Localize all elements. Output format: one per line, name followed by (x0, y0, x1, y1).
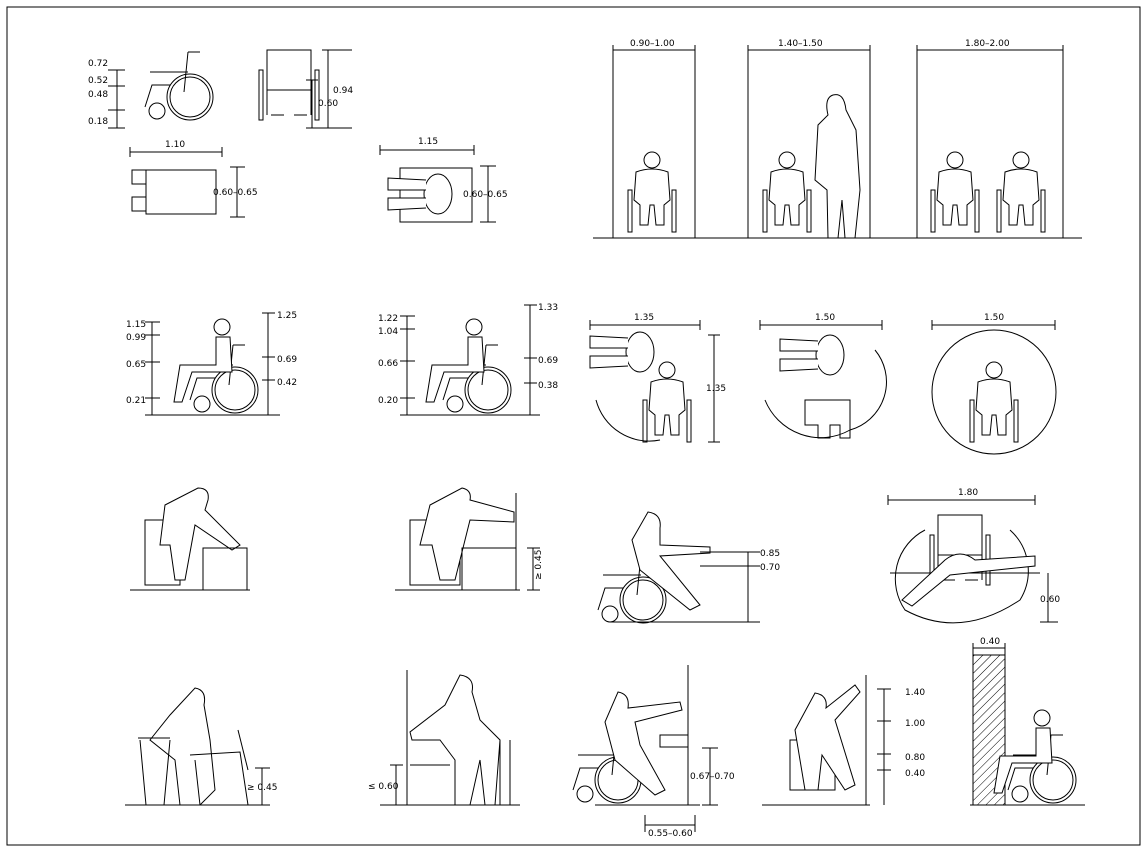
dim-label: 1.33 (538, 303, 558, 313)
dim-label: 0.60 (1040, 595, 1060, 605)
dim-label: 0.60 (318, 99, 338, 109)
dim-label: 1.15 (418, 137, 438, 147)
man-wheelchair-side: 1.22 1.04 0.66 0.20 1.33 0.69 0.38 (378, 303, 558, 416)
dim-label: 0.52 (88, 76, 108, 86)
dim-label: 0.85 (760, 549, 780, 559)
wall-clearance: 0.40 (970, 637, 1085, 806)
dim-label: 0.72 (88, 59, 108, 69)
woman-wheelchair-side: 1.15 0.99 0.65 0.21 1.25 0.69 0.42 (126, 311, 297, 416)
dim-label: ≥ 0.45 (534, 550, 544, 580)
dim-label: 1.80 (958, 488, 978, 498)
dim-label: 0.80 (905, 753, 925, 763)
turning-space-90: 1.35 1.35 (589, 313, 726, 443)
dim-label: 1.25 (277, 311, 297, 321)
standing-support: ≤ 0.60 (368, 670, 520, 806)
dim-label: 0.60–0.65 (213, 188, 258, 198)
dim-label: 0.40 (980, 637, 1000, 647)
dim-label: ≥ 0.45 (247, 783, 277, 793)
dim-label: 0.60–0.65 (463, 190, 508, 200)
dim-label: 0.55–0.60 (648, 829, 693, 839)
dim-label: 0.99 (126, 333, 146, 343)
dim-label: 0.65 (126, 360, 146, 370)
dim-label: 0.20 (378, 396, 398, 406)
dim-label: 1.35 (706, 384, 726, 394)
chair-transfer: ≥ 0.45 (125, 687, 277, 806)
dim-label: 1.04 (378, 327, 398, 337)
standing-person (814, 94, 861, 239)
dim-label: 1.50 (984, 313, 1004, 323)
dim-label: 0.67–0.70 (690, 772, 735, 782)
turning-space-360: 1.50 (931, 313, 1057, 455)
counter-reach: 0.67–0.70 0.55–0.60 (572, 665, 735, 839)
reach-wall: ≥ 0.45 (395, 487, 544, 591)
wheelchair-side-view: 0.72 0.52 0.48 0.18 (88, 51, 214, 129)
dim-label: 1.35 (634, 313, 654, 323)
wheelchair-top-view: 1.10 0.60–0.65 (129, 140, 258, 218)
dim-label: 1.15 (126, 320, 146, 330)
dim-label: 0.38 (538, 381, 558, 391)
dim-label: 0.70 (760, 563, 780, 573)
wheelchair-front-view: 0.94 0.60 (258, 49, 353, 129)
table-reach: 0.85 0.70 (597, 511, 780, 624)
dim-label: 1.40 (905, 688, 925, 698)
passage-widths-elevation: 0.90–1.00 1.40–1.50 1.80–2.00 (593, 39, 1082, 239)
reach-low-box (130, 487, 250, 591)
dim-label: 0.66 (378, 359, 398, 369)
vertical-reach: 1.40 1.00 0.80 0.40 (762, 675, 925, 806)
dim-label: 1.22 (378, 314, 398, 324)
dim-label: 0.18 (88, 117, 108, 127)
dim-label: 0.48 (88, 90, 108, 100)
dim-label: 1.80–2.00 (965, 39, 1010, 49)
dim-label: ≤ 0.60 (368, 782, 399, 792)
dim-label: 0.69 (277, 355, 297, 365)
dim-label: 0.69 (538, 356, 558, 366)
dim-label: 1.10 (165, 140, 185, 150)
dim-label: 0.42 (277, 378, 297, 388)
dim-label: 1.00 (905, 719, 925, 729)
dim-label: 1.40–1.50 (778, 39, 823, 49)
dim-label: 0.21 (126, 396, 146, 406)
dim-label: 0.94 (333, 86, 353, 96)
dim-label: 0.40 (905, 769, 925, 779)
reach-range-top: 1.80 0.60 (887, 488, 1060, 624)
drawing-border (6, 6, 1141, 846)
dim-label: 1.50 (815, 313, 835, 323)
occupied-wheelchair-top-view: 1.15 0.60–0.65 (379, 137, 508, 223)
turning-space-180: 1.50 (759, 313, 887, 439)
dim-label: 0.90–1.00 (630, 39, 675, 49)
